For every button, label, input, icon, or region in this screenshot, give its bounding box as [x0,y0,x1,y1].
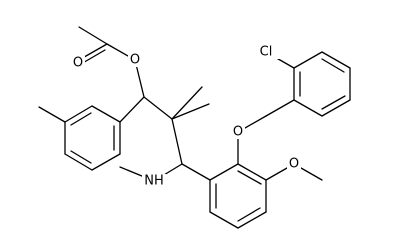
ether-oxygen-label: O [233,125,243,140]
bond-c3-methyl-a [171,86,203,120]
ester-oxygen-label: O [130,53,140,68]
bond-chlorophenyl-2 [321,99,351,117]
amine-label-background [142,174,166,188]
bond-c7-c8 [64,153,93,171]
bond-c4-c4a [119,96,145,123]
atom-label-set: O O NH O O Cl [71,45,301,189]
carbonyl-oxygen-label: O [73,56,83,71]
bond-aryl-1 [209,163,239,181]
bond-aryl-2-inner [237,170,262,185]
bond-methyl-carbonyl [78,26,108,45]
bond-c6-methyl [38,106,66,123]
bond-chlorophenyl-5 [293,51,323,69]
chlorine-label-background [252,45,280,59]
methoxy-oxygen-label: O [289,157,299,172]
bond-c5-c6-inner [70,112,92,126]
ether-oxygen-label-background [231,125,245,139]
bond-aryl-5 [209,211,239,229]
bond-chlorophenyl-4 [321,51,351,69]
methoxy-oxygen-label-background [287,157,301,171]
bond-c8-c8a [91,153,121,171]
bond-c3-methyl-b [171,103,210,120]
amine-label: NH [144,174,164,189]
bond-benzyl-carbon-chlorophenyl [265,99,295,117]
bond-aryl-4 [237,211,267,229]
bond-chlorophenyl-1 [293,99,323,117]
bond-c4a-c5 [91,105,121,123]
ester-oxygen-label-background [128,53,142,67]
bond-aryl-4-inner [237,207,261,222]
chlorine-label: Cl [260,45,273,60]
bond-c7-c8-inner [70,150,92,164]
carbonyl-oxygen-label-background [71,56,85,70]
bond-chlorophenyl-4-inner [321,58,345,73]
bond-c5-c6 [64,105,93,123]
bond-c3-c2 [171,118,183,165]
bond-c2-aryl [181,163,211,181]
bond-c4-c3 [143,96,173,120]
bond-set [38,26,351,229]
bond-aryl-2 [237,163,267,181]
bond-chlorophenyl-2-inner [321,95,346,110]
